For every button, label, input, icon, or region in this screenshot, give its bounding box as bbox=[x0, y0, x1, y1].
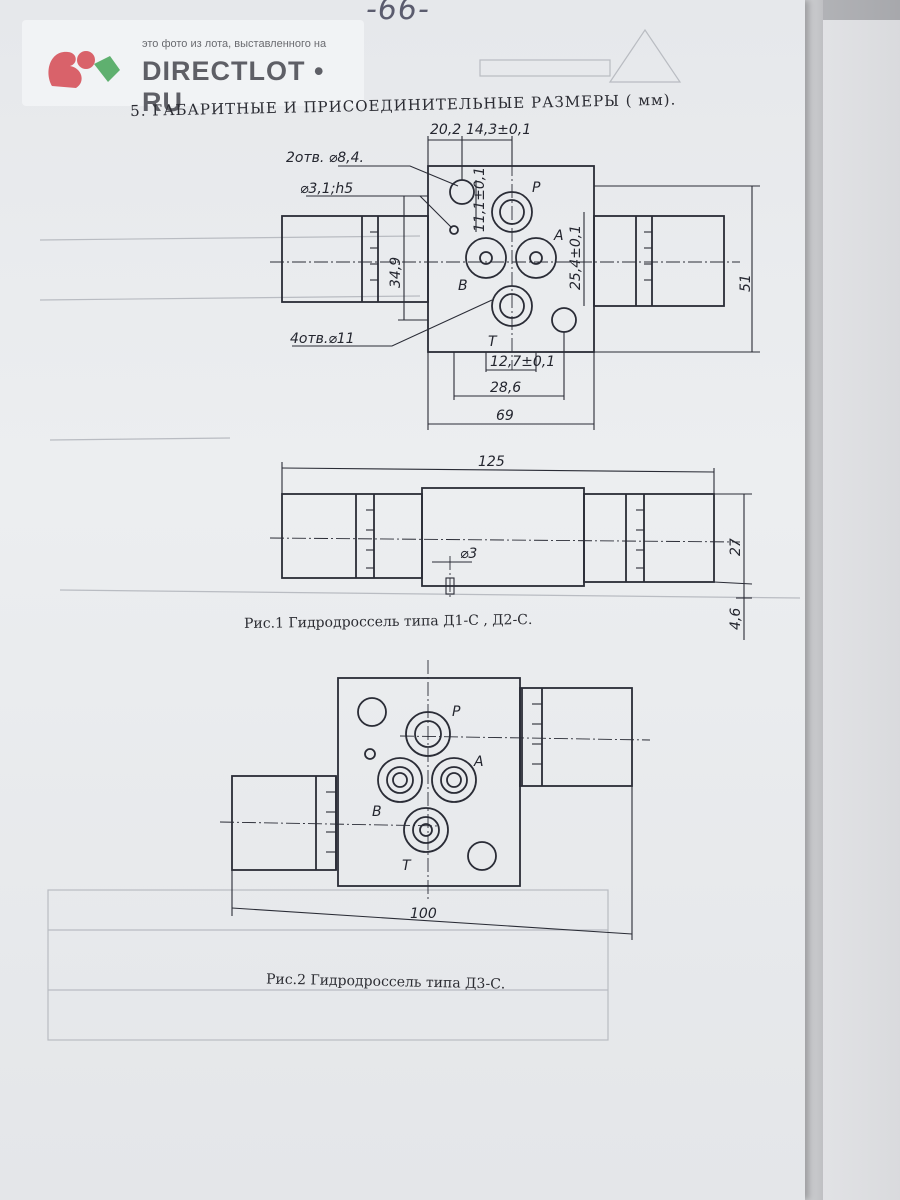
technical-drawings: 2отв. ⌀8,4. ⌀3,1;h5 4отв.⌀11 20,2 14,3±0… bbox=[219, 122, 760, 940]
page-stack-edge bbox=[805, 0, 823, 1200]
dim-12-7: 12,7±0,1 bbox=[490, 354, 555, 370]
dim-100: 100 bbox=[410, 906, 437, 922]
port-p bbox=[491, 191, 533, 233]
dim-28-6: 28,6 bbox=[490, 380, 521, 396]
dim-34-9: 34,9 bbox=[388, 257, 404, 288]
dim-27: 27 bbox=[728, 538, 744, 556]
watermark-caption: это фото из лота, выставленного на bbox=[142, 38, 327, 50]
figure1-top-view bbox=[270, 136, 760, 430]
dim-20-2: 20,2 bbox=[430, 122, 461, 138]
document-page: -66- это фото из лота, выставленного на … bbox=[0, 0, 805, 1200]
dim-25-4: 25,4±0,1 bbox=[568, 225, 584, 290]
note-holes-small: 2отв. ⌀8,4. bbox=[286, 150, 364, 166]
figure2-view bbox=[219, 660, 651, 940]
fig2-label-t: T bbox=[402, 858, 412, 874]
fig1-label-p: P bbox=[532, 180, 541, 196]
dim-pin: ⌀3 bbox=[460, 546, 477, 562]
fig2-port-a bbox=[431, 757, 477, 803]
squirrel-logo-icon bbox=[48, 51, 120, 88]
page-number: -66- bbox=[366, 0, 430, 27]
watermark: это фото из лота, выставленного на DIREC… bbox=[22, 20, 364, 117]
note-holes-large: 4отв.⌀11 bbox=[290, 331, 355, 347]
dim-51: 51 bbox=[738, 274, 754, 292]
fig2-port-p bbox=[405, 711, 451, 757]
port-t bbox=[491, 285, 533, 327]
mount-hole-bottom bbox=[551, 307, 577, 333]
dim-69: 69 bbox=[496, 408, 514, 424]
fig1-label-t: T bbox=[488, 334, 498, 350]
port-b bbox=[465, 237, 507, 279]
fig2-label-b: B bbox=[372, 804, 382, 820]
left-solenoid bbox=[281, 215, 429, 303]
port-a bbox=[515, 237, 557, 279]
dim-125: 125 bbox=[478, 454, 505, 470]
dim-14-3: 14,3±0,1 bbox=[466, 122, 531, 138]
locating-pin bbox=[449, 225, 459, 235]
note-pin-diameter: ⌀3,1;h5 bbox=[300, 181, 353, 197]
watermark-brand: DIRECTLOT • RU bbox=[142, 56, 325, 117]
show-through-background bbox=[39, 28, 801, 1041]
right-solenoid bbox=[593, 215, 725, 307]
fig2-port-t bbox=[403, 807, 449, 853]
dim-11-1: 11,1±0,1 bbox=[472, 167, 488, 232]
fig1-label-a: A bbox=[553, 228, 564, 244]
fig1-label-b: B bbox=[458, 278, 468, 294]
fig2-label-p: P bbox=[452, 704, 461, 720]
next-page-edge bbox=[816, 20, 900, 1200]
figure1-side-view bbox=[269, 462, 753, 640]
fig2-port-b bbox=[377, 757, 423, 803]
fig2-label-a: A bbox=[473, 754, 484, 770]
dim-4-6: 4,6 bbox=[728, 608, 744, 630]
